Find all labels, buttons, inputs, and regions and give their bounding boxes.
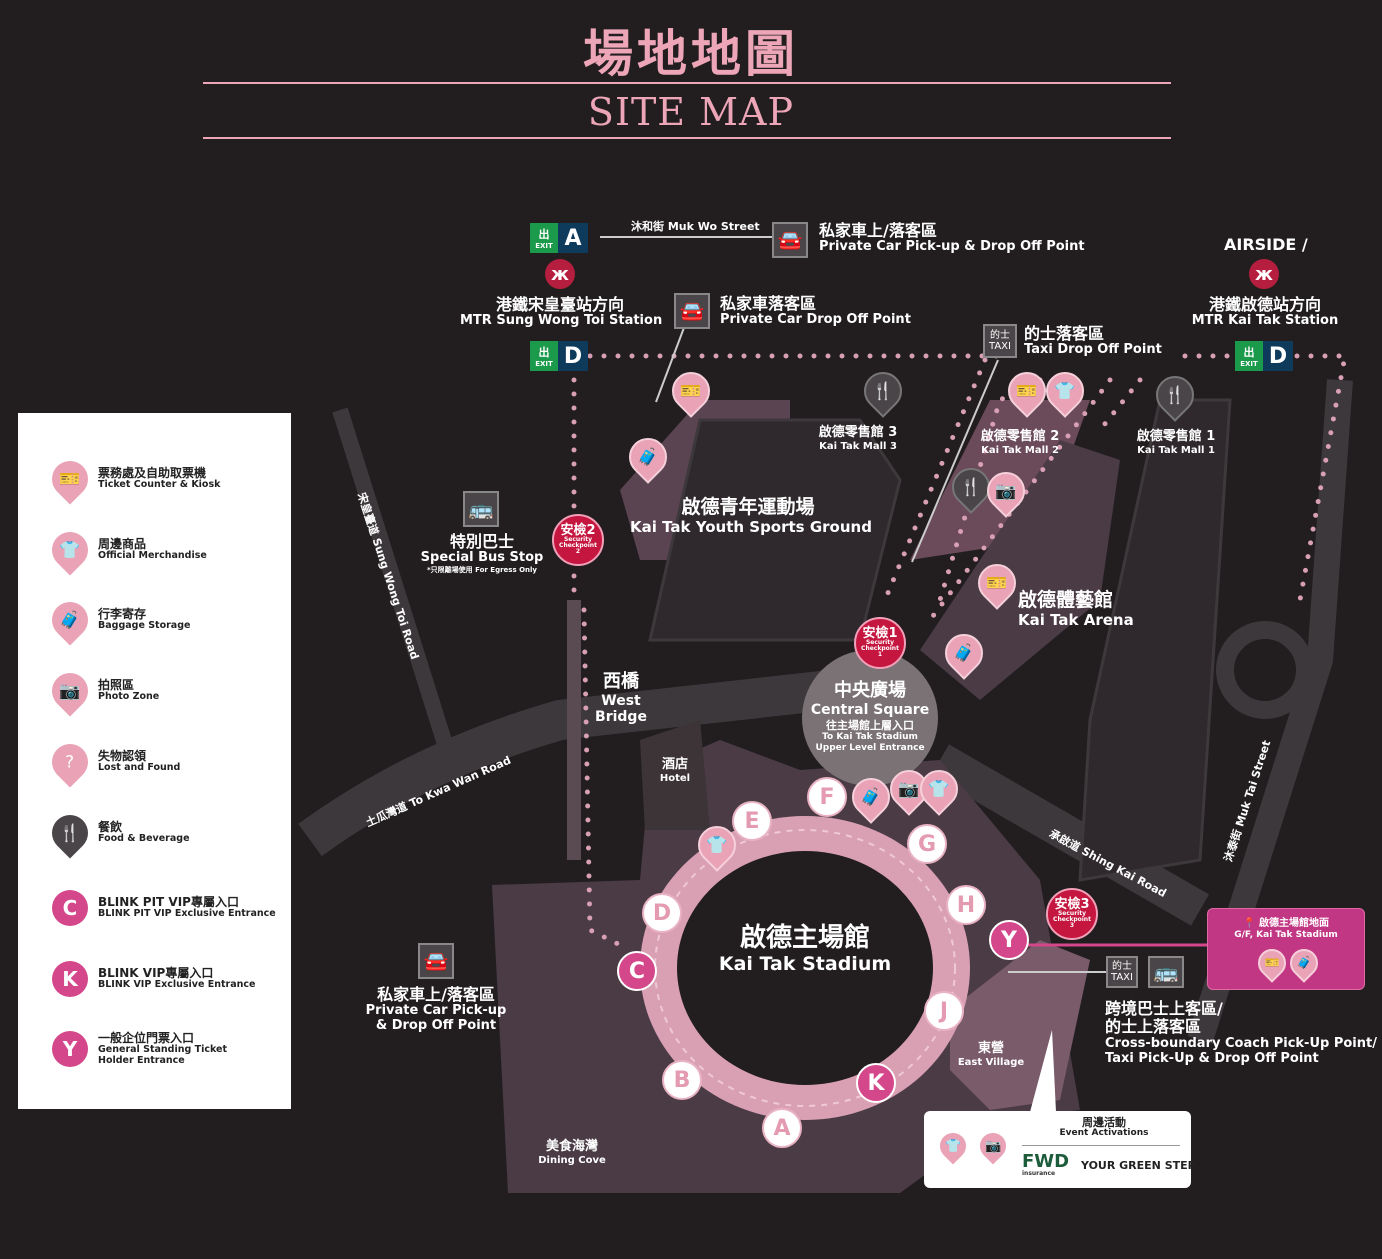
muk-wo-street-label: 沐和街 Muk Wo Street: [631, 220, 760, 233]
sports-field: [648, 418, 902, 642]
mtr-logo-icon: ж: [1249, 259, 1279, 289]
kai-tak-mall-1-area: [1078, 398, 1232, 882]
tshirt-icon: 👕: [931, 1124, 975, 1168]
gate-f[interactable]: F: [807, 777, 847, 817]
roundabout: [1216, 621, 1314, 719]
stadium-pitch: [677, 851, 933, 1085]
mtr-logo-icon: ж: [545, 259, 575, 289]
gate-y[interactable]: Y: [989, 920, 1029, 960]
lost-found-icon: ?: [44, 736, 96, 788]
page-title-zh: 場地地圖: [583, 25, 799, 83]
gate-a[interactable]: A: [762, 1108, 802, 1148]
airside-label: AIRSIDE /: [1224, 235, 1308, 254]
page-title-en: SITE MAP: [587, 90, 795, 134]
camera-icon: 📷: [44, 665, 96, 717]
gate-e[interactable]: E: [732, 801, 772, 841]
tshirt-icon: 👕: [44, 524, 96, 576]
green-step-slogan: YOUR GREEN STEP: [1081, 1159, 1196, 1172]
central-square-plaza: [802, 650, 938, 786]
bus-icon: 🚌: [463, 491, 499, 527]
east-village-area: [950, 940, 1090, 1110]
ticket-icon: 🎫: [44, 453, 96, 505]
callout-pointer: [1030, 1030, 1056, 1112]
to-kwa-wan-road: [298, 670, 833, 857]
fork-knife-icon: 🍴: [44, 807, 96, 859]
gate-d[interactable]: D: [642, 893, 682, 933]
shing-kai-road: [931, 744, 1209, 926]
car-icon: 🚘: [674, 293, 710, 329]
title-divider: [203, 82, 1171, 84]
gate-b[interactable]: B: [662, 1060, 702, 1100]
title-divider: [203, 137, 1171, 139]
sung-wong-toi-road: [332, 407, 458, 763]
gate-j[interactable]: J: [924, 991, 964, 1031]
ticket-icon: 🎫: [1252, 943, 1292, 983]
coach-icon: 🚌: [1148, 956, 1184, 988]
gate-c[interactable]: C: [617, 951, 657, 991]
luggage-icon: 🧳: [1284, 943, 1324, 983]
car-icon: 🚘: [418, 943, 454, 979]
camera-icon: 📷: [971, 1124, 1015, 1168]
hotel-area: [640, 720, 710, 830]
gate-k[interactable]: K: [856, 1063, 896, 1103]
gate-g[interactable]: G: [907, 824, 947, 864]
car-icon: 🚘: [772, 222, 808, 258]
divider: [1022, 1145, 1180, 1146]
gate-h[interactable]: H: [946, 885, 986, 925]
luggage-icon: 🧳: [44, 594, 96, 646]
